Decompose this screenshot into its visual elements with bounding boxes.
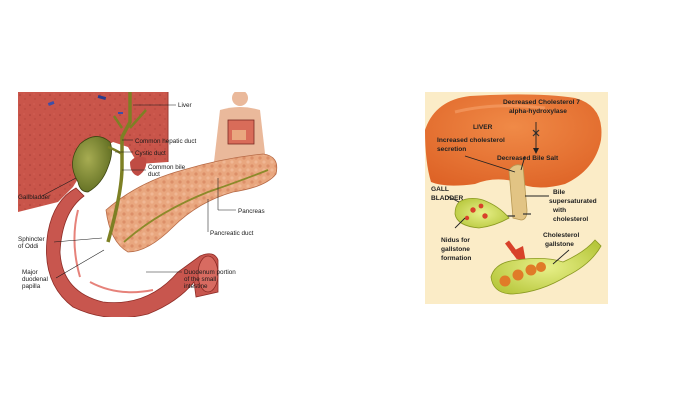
label-papilla-line2: duodenal (22, 276, 48, 283)
label-liver: Liver (178, 102, 192, 109)
anatomy-illustration: Liver Common hepatic duct Cystic duct Co… (18, 92, 278, 317)
label-papilla-line3: papilla (22, 283, 41, 290)
label-sphincter-line1: Sphincter (18, 236, 45, 243)
label-nidus-line3: formation (441, 255, 471, 262)
label-pancreas: Pancreas (238, 208, 265, 215)
label-nidus-line2: gallstone (441, 246, 470, 253)
gallstone-diagram: Decreased Cholesterol 7 alpha-hydroxylas… (425, 92, 608, 304)
bile-duct (508, 164, 528, 221)
label-bile-line1: Bile (553, 189, 565, 196)
label-duodenum-line1: Duodenum portion (184, 269, 236, 276)
duodenum-shape (46, 187, 219, 317)
label-duodenum-line3: intestine (184, 283, 208, 290)
gallbladder-shape (72, 136, 112, 193)
label-bile-line3: with (552, 207, 566, 214)
label-stone-line1: Cholesterol (543, 232, 579, 239)
pancreas-shape (105, 153, 278, 253)
label-liver: LIVER (473, 124, 493, 131)
anatomy-diagram: Liver Common hepatic duct Cystic duct Co… (18, 92, 286, 317)
label-chol-secretion-line1: Increased cholesterol (437, 137, 505, 144)
label-sphincter-line2: of Oddi (18, 243, 38, 250)
label-chol-secretion-line2: secretion (437, 146, 466, 153)
label-cystic-duct: Cystic duct (135, 150, 166, 157)
label-duodenum-line2: of the small (184, 276, 216, 283)
label-common-bile-duct-line2: duct (148, 171, 160, 178)
liver-shape (425, 94, 602, 188)
label-bile-line4: cholesterol (553, 216, 588, 223)
label-common-bile-duct-line1: Common bile (148, 164, 186, 171)
label-bile-line2: supersaturated (549, 198, 597, 205)
label-nidus-line1: Nidus for (441, 237, 470, 244)
body-inset-figure (214, 92, 266, 162)
label-enzyme-line2: alpha-hydroxylase (509, 108, 567, 115)
label-gallbladder-line2: BLADDER (431, 195, 463, 202)
label-stone-line2: gallstone (545, 241, 574, 248)
label-enzyme-line1: Decreased Cholesterol 7 (503, 99, 580, 106)
label-gallbladder-line1: GALL (431, 186, 449, 193)
gallstone-illustration: Decreased Cholesterol 7 alpha-hydroxylas… (425, 94, 602, 295)
label-pancreatic-duct: Pancreatic duct (210, 230, 254, 237)
label-papilla-line1: Major (22, 269, 38, 276)
gallbladder-shape (454, 198, 510, 229)
label-gallbladder: Gallbladder (18, 194, 50, 201)
label-common-hepatic-duct: Common hepatic duct (135, 138, 197, 145)
label-bile-salt: Decreased Bile Salt (497, 155, 559, 162)
